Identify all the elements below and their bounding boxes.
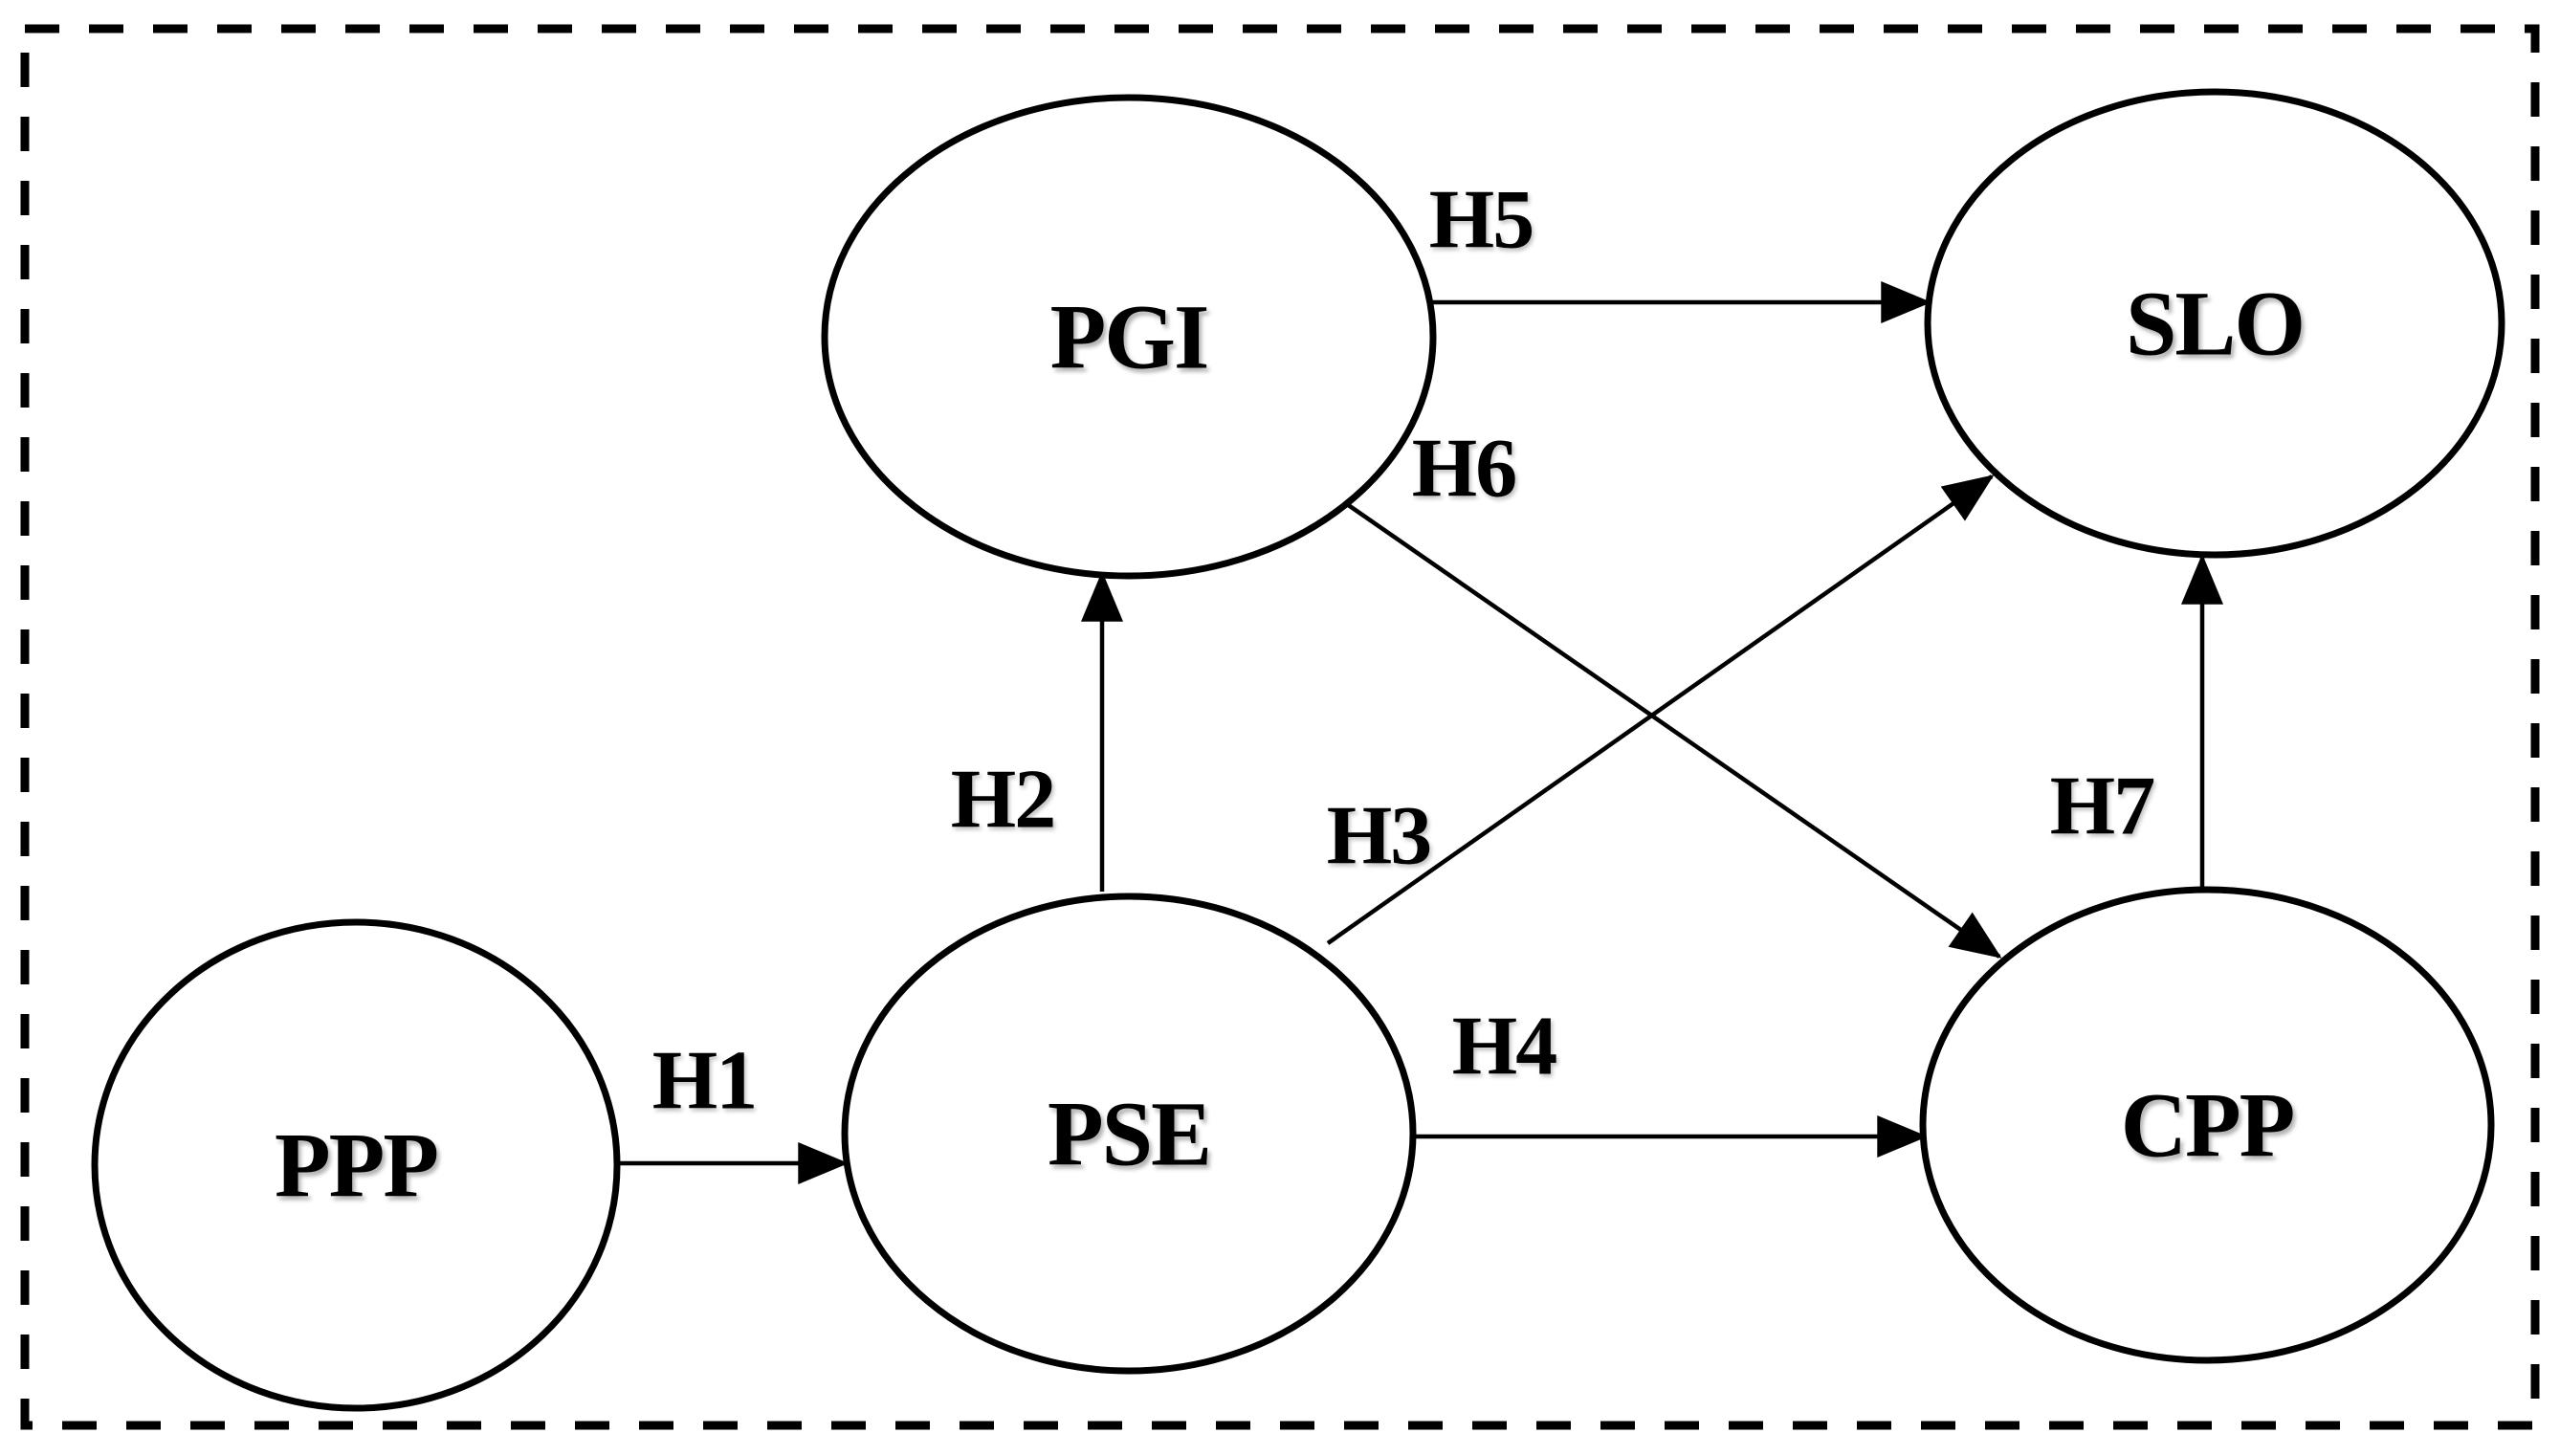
arrow-label-h6: H6: [1412, 423, 1515, 516]
node-pse: PSE: [841, 893, 1417, 1375]
arrow-label-h1: H1: [652, 1035, 756, 1128]
diagram-dashed-border: [20, 24, 2540, 1430]
node-slo-ellipse: [1924, 88, 2505, 559]
arrow-h5: H5: [1429, 174, 1932, 323]
node-pse-ellipse: [841, 893, 1417, 1375]
node-slo-label: SLO: [2126, 273, 2304, 375]
arrow-h4: H4: [1413, 1001, 1929, 1158]
node-pgi-ellipse: [821, 94, 1437, 580]
node-slo: SLO: [1924, 88, 2505, 559]
arrow-h6: H6: [1345, 423, 2002, 959]
arrow-h2: H2: [951, 570, 1123, 892]
node-cpp: CPP: [1919, 886, 2495, 1364]
nodes-layer: PGI SLO PPP PSE CPP: [91, 88, 2505, 1412]
arrow-label-h5: H5: [1429, 174, 1533, 267]
node-ppp: PPP: [91, 918, 621, 1412]
node-pgi: PGI: [821, 94, 1437, 580]
node-pgi-label: PGI: [1050, 286, 1208, 388]
arrow-h1: H1: [620, 1035, 850, 1184]
arrow-h7: H7: [2050, 553, 2223, 888]
node-cpp-label: CPP: [2121, 1074, 2294, 1177]
arrow-label-h7: H7: [2050, 761, 2153, 853]
arrow-h3: H3: [1326, 474, 1995, 945]
node-ppp-ellipse: [91, 918, 621, 1412]
node-cpp-ellipse: [1919, 886, 2495, 1364]
node-ppp-label: PPP: [275, 1114, 437, 1217]
arrow-label-h2: H2: [951, 754, 1054, 847]
arrow-h3-line: [1326, 474, 1995, 945]
arrow-label-h3: H3: [1327, 790, 1430, 883]
arrow-h6-line: [1345, 502, 2002, 959]
arrow-label-h4: H4: [1452, 1001, 1556, 1093]
edges-layer: H1 H2 H3 H4 H5 H6: [620, 174, 2223, 1184]
node-pse-label: PSE: [1048, 1083, 1210, 1185]
